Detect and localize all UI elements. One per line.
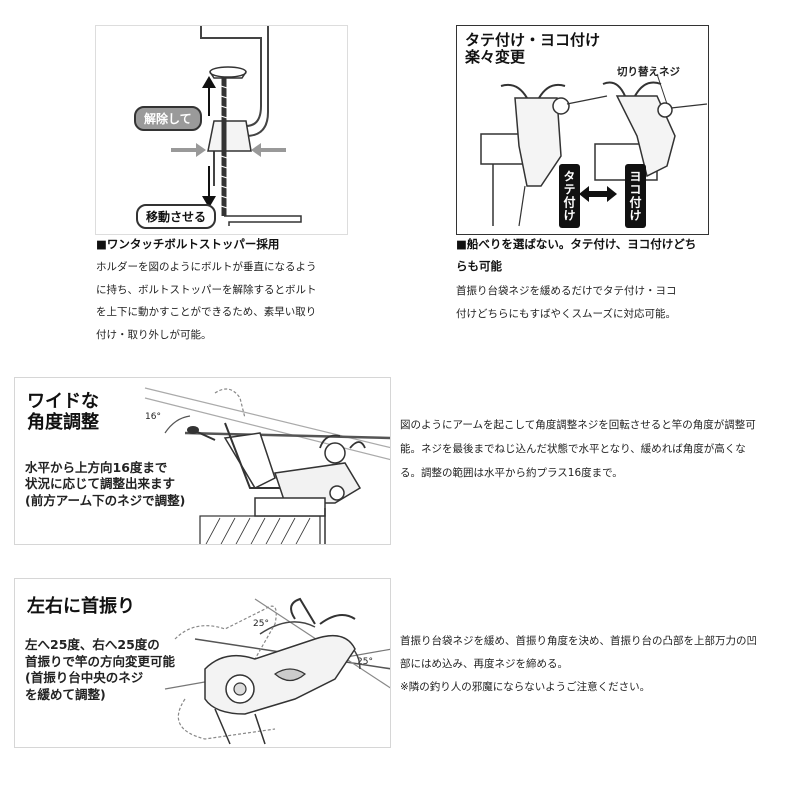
orientation-heading: ■船べりを選ばない。タテ付け、ヨコ付けどち らも可能 [456,237,697,273]
horizontal-mount-tag: ヨコ付け [625,164,646,228]
angle-subtext: 水平から上方向16度まで 状況に応じて調整出来ます (前方アーム下のネジで調整) [25,460,186,508]
bolt-stopper-body: ホルダーを図のようにボルトが垂直になるよう に持ち、ボルトストッパーを解除すると… [96,261,317,341]
angle-title: ワイドな 角度調整 [27,391,99,433]
bolt-stopper-illustration: 解除して 移動させる [95,25,348,235]
holder-drawing [480,73,708,227]
orientation-title: タテ付け・ヨコ付け 楽々変更 [465,31,601,67]
mount-orientation-illustration: タテ付け・ヨコ付け 楽々変更 切り替えネジ タテ付け ヨコ付け [456,25,709,235]
swivel-title: 左右に首振り [27,596,135,617]
clamp-bolt-drawing [171,26,302,226]
angle-16-label: 16° [145,412,161,422]
vertical-mount-tag: タテ付け [559,164,580,228]
switch-screw-label: 切り替えネジ [617,66,680,78]
angle-25-right-label: 25° [357,657,373,667]
swivel-body: 首振り台袋ネジを緩め、首振り角度を決め、首振り台の凸部を上部万力の凹 部にはめ込… [400,635,757,693]
angle-adjust-illustration: ワイドな 角度調整 水平から上方向16度まで 状況に応じて調整出来ます (前方ア… [14,377,391,545]
angle-drawing [144,387,390,544]
angle-25-left-label: 25° [253,619,269,629]
move-bubble: 移動させる [136,204,217,229]
swivel-drawing [164,597,390,745]
swivel-illustration: 左右に首振り 左へ25度、右へ25度の 首振りで竿の方向変更可能 (首振り台中央… [14,578,391,748]
swivel-subtext: 左へ25度、右へ25度の 首振りで竿の方向変更可能 (首振り台中央のネジ を緩め… [25,637,176,702]
bolt-stopper-heading: ■ワンタッチボルトストッパー採用 [96,237,280,251]
orientation-body: 首振り台袋ネジを緩めるだけでタテ付け・ヨコ 付けどちらにもすばやくスムーズに対応… [456,285,677,320]
angle-adjust-body: 図のようにアームを起こして角度調整ネジを回転させると竿の角度が調整可 能。ネジを… [400,419,756,479]
release-bubble: 解除して [134,106,202,131]
